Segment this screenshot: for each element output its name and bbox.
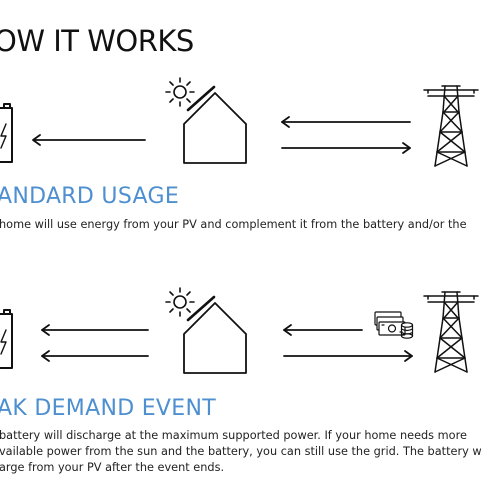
section-description: home will use energy from your PV and co… [0, 217, 467, 233]
sun-icon [165, 77, 195, 107]
house-icon [183, 295, 247, 374]
power-tower-icon [423, 291, 479, 373]
money-icon [374, 311, 414, 339]
section-heading: AK DEMAND EVENT [0, 396, 216, 421]
battery-icon [0, 103, 13, 163]
description-line: vailable power from the sun and the batt… [0, 445, 482, 458]
page-title: OW IT WORKS [0, 24, 194, 58]
section-description: battery will discharge at the maximum su… [0, 428, 482, 476]
description-line: arge from your PV after the event ends. [0, 461, 225, 474]
description-line: home will use energy from your PV and co… [0, 218, 467, 231]
sun-icon [165, 287, 195, 317]
battery-icon [0, 309, 13, 369]
description-line: battery will discharge at the maximum su… [0, 429, 467, 442]
power-tower-icon [423, 85, 479, 167]
section-heading: ANDARD USAGE [0, 184, 180, 209]
house-icon [183, 85, 247, 164]
